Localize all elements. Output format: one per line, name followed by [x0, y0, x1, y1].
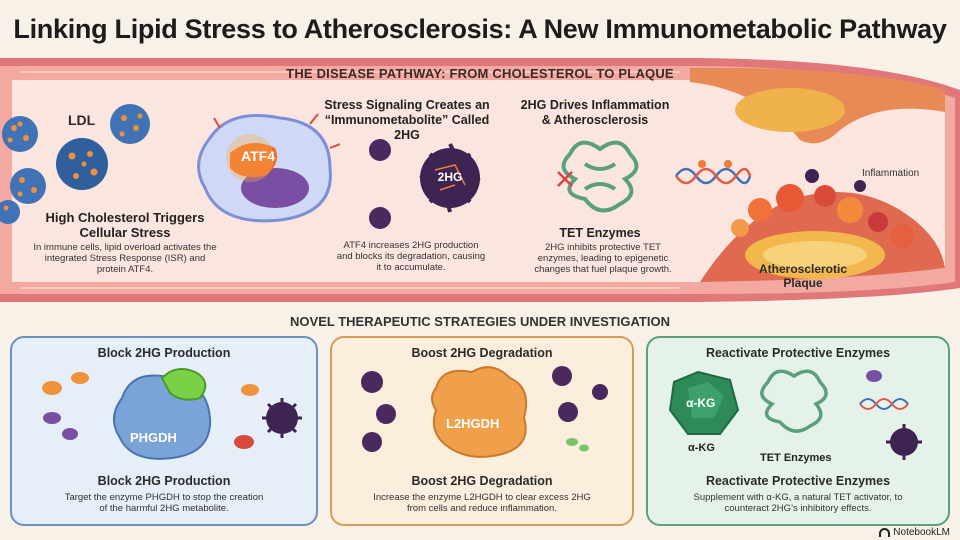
2hg-label: 2HG [437, 170, 463, 184]
2hg-molecules [369, 139, 481, 229]
strategy-panel-block-production: Block 2HG Production PHGDH Block 2HG Pro… [10, 336, 318, 526]
phgdh-illustration [42, 368, 302, 460]
panel3-subtitle: Reactivate Protective Enzymes [705, 474, 891, 488]
panel1-subtitle: Block 2HG Production [97, 474, 231, 488]
step2-description: ATF4 increases 2HG production and blocks… [336, 240, 486, 273]
panel1-title: Block 2HG Production [97, 346, 231, 360]
panel3-description: Supplement with α-KG, a natural TET acti… [693, 492, 903, 514]
dna-icon [674, 160, 752, 185]
tet-enzymes-caption: TET Enzymes [760, 452, 832, 464]
phgdh-label: PHGDH [130, 430, 177, 445]
panel2-description: Increase the enzyme L2HGDH to clear exce… [373, 492, 591, 514]
step3-subheading: TET Enzymes [559, 226, 641, 240]
step2-heading: Stress Signaling Creates an “Immunometab… [324, 98, 490, 142]
2hg-molecule-icon [886, 424, 922, 460]
tet-enzyme-illustration [557, 140, 639, 213]
strategies-title: NOVEL THERAPEUTIC STRATEGIES UNDER INVES… [290, 314, 670, 329]
panel1-description: Target the enzyme PHGDH to stop the crea… [64, 492, 264, 514]
strategy-panel-reactivate-enzymes: Reactivate Protective Enzymes α-KG α-KG … [646, 336, 950, 526]
inflammation-label: Inflammation [862, 168, 920, 179]
alpha-kg-gem-label: α-KG [686, 396, 716, 410]
step1-description: In immune cells, lipid overload activate… [33, 242, 217, 275]
atf4-label: ATF4 [241, 148, 275, 164]
l2hgdh-illustration [361, 366, 608, 458]
alpha-kg-gem-icon [668, 370, 740, 435]
2hg-molecule-icon [262, 398, 302, 438]
stressed-immune-cell [197, 113, 340, 223]
alpha-kg-caption: α-KG [688, 442, 715, 454]
pathway-banner: THE DISEASE PATHWAY: FROM CHOLESTEROL TO… [286, 66, 674, 81]
tet-enzyme-icon [760, 369, 828, 433]
atf4-protein-icon [230, 143, 278, 177]
2hg-molecule-icon [419, 143, 481, 213]
l2hgdh-enzyme-icon [431, 366, 528, 458]
plaque-label: Atherosclerotic Plaque [758, 262, 848, 290]
step3-heading: 2HG Drives Inflammation & Atherosclerosi… [520, 98, 670, 127]
l2hgdh-label: L2HGDH [446, 416, 500, 431]
inhibition-icon [557, 171, 573, 187]
panel3-title: Reactivate Protective Enzymes [705, 346, 891, 360]
logo-text: NotebookLM [893, 527, 950, 538]
ldl-particles [0, 104, 150, 224]
notebooklm-logo: NotebookLM [879, 527, 950, 538]
dna-icon [859, 398, 909, 410]
alpha-kg-illustration [668, 369, 922, 460]
ldl-particle-icon [2, 116, 38, 152]
page-title: Linking Lipid Stress to Atherosclerosis:… [13, 14, 947, 44]
notebooklm-logo-icon [879, 528, 891, 537]
step1-heading: High Cholesterol Triggers Cellular Stres… [45, 210, 205, 240]
panel2-subtitle: Boost 2HG Degradation [411, 474, 553, 488]
ldl-label: LDL [68, 112, 96, 128]
panel2-title: Boost 2HG Degradation [411, 346, 553, 360]
strategy-panel-boost-degradation: Boost 2HG Degradation L2HGDH Boost 2HG D… [330, 336, 634, 526]
step3-description: 2HG inhibits protective TET enzymes, lea… [534, 242, 672, 275]
